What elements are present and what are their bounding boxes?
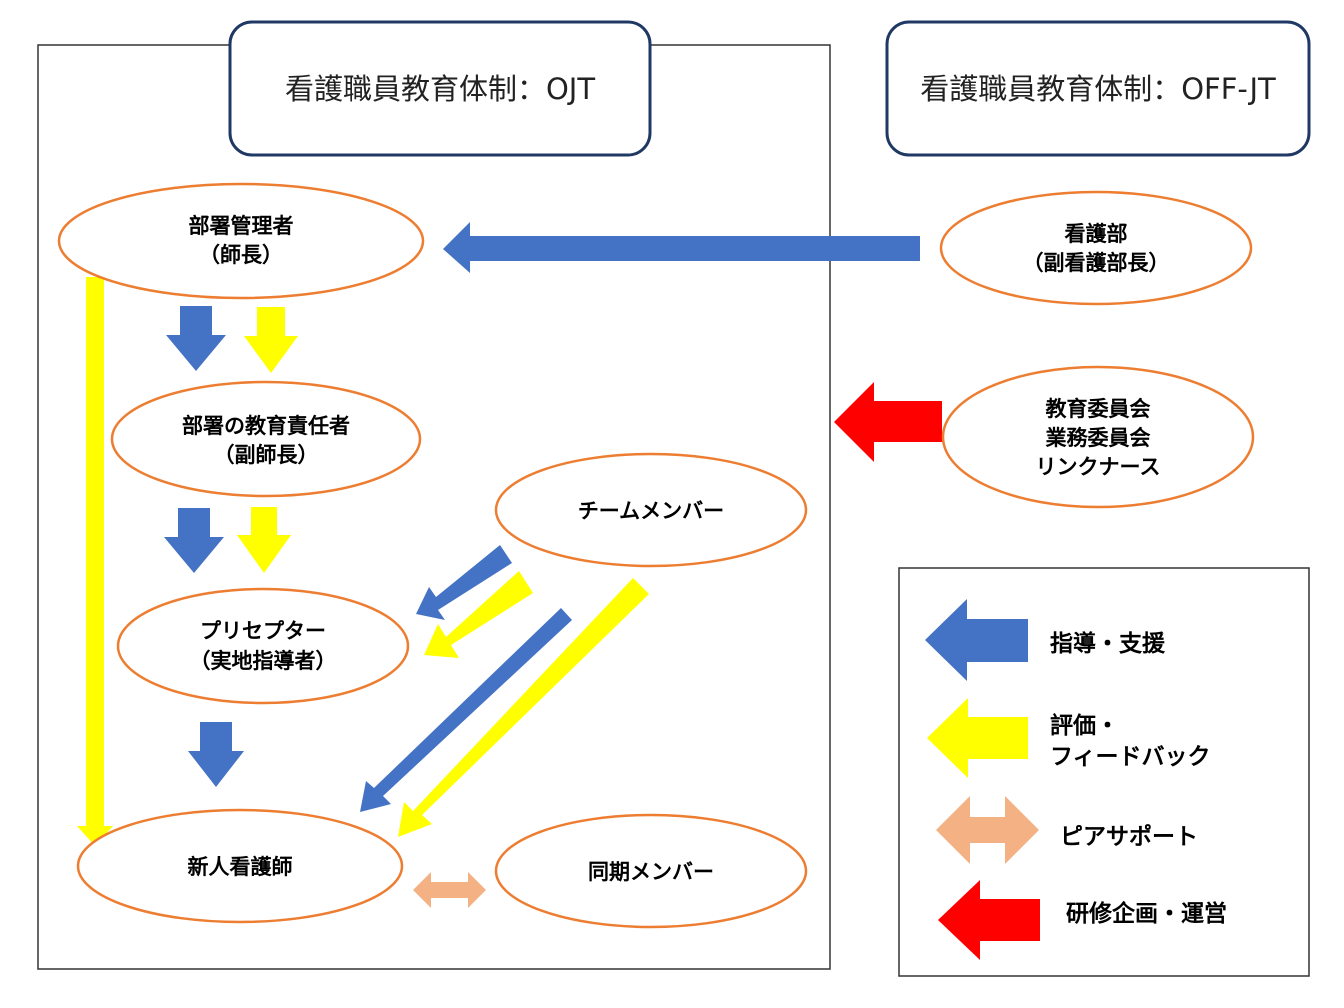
evaluation-arrow-team-to-new-nurse — [398, 578, 649, 837]
node-peer-member-label: 同期メンバー — [588, 860, 714, 884]
legend-item-peer-support: ピアサポート — [936, 796, 1198, 864]
node-committees-line1: 教育委員会 — [1046, 397, 1151, 421]
evaluation-arrow-lead-to-preceptor — [237, 507, 291, 573]
node-committees-line3: リンクナース — [1036, 455, 1161, 479]
node-education-lead-line1: 部署の教育責任者 — [182, 414, 350, 438]
guidance-arrow-team-to-preceptor — [416, 545, 512, 620]
node-education-lead: 部署の教育責任者 （副師長） — [110, 380, 422, 498]
node-nursing-dept-line2: （副看護部長） — [1023, 251, 1170, 275]
guidance-arrow-preceptor-to-new-nurse — [188, 722, 244, 787]
node-team-member: チームメンバー — [494, 452, 808, 568]
node-preceptor: プリセプター （実地指導者） — [116, 587, 410, 705]
legend-training-label: 研修企画・運営 — [1066, 900, 1227, 927]
legend-evaluation-label-line1: 評価・ — [1050, 712, 1119, 739]
evaluation-arrow-manager-to-new-nurse — [77, 277, 113, 846]
legend-peer-support-arrow-icon — [936, 796, 1039, 864]
legend-peer-support-label: ピアサポート — [1060, 823, 1198, 850]
node-manager: 部署管理者 （師長） — [57, 182, 425, 300]
evaluation-arrow-manager-to-lead — [244, 307, 298, 373]
node-nursing-dept-line1: 看護部 — [1065, 222, 1128, 246]
guidance-arrow-lead-to-preceptor — [164, 508, 224, 573]
node-manager-line1: 部署管理者 — [189, 214, 294, 238]
legend-evaluation-arrow-icon — [927, 698, 1028, 778]
node-committees-line2: 業務委員会 — [1046, 426, 1151, 450]
node-new-nurse: 新人看護師 — [76, 808, 404, 924]
legend-item-guidance: 指導・支援 — [925, 599, 1166, 681]
guidance-arrow-manager-to-lead — [166, 306, 226, 371]
evaluation-arrow-team-to-preceptor — [424, 571, 533, 658]
offjt-header-title: 看護職員教育体制：OFF-JT — [920, 72, 1276, 106]
peer-support-arrow-new-nurse-peers — [413, 872, 486, 908]
ojt-header: 看護職員教育体制：OJT — [228, 20, 652, 157]
training-arrow-committees-to-ojt — [834, 382, 942, 462]
legend-evaluation-label-line2: フィードバック — [1050, 744, 1211, 770]
ojt-header-title: 看護職員教育体制：OJT — [285, 72, 595, 106]
guidance-arrow-nursing-dept-to-manager — [443, 222, 920, 273]
node-education-lead-line2: （副師長） — [214, 443, 319, 467]
node-team-member-label: チームメンバー — [578, 499, 724, 523]
legend-guidance-label: 指導・支援 — [1050, 630, 1166, 657]
node-preceptor-line2: （実地指導者） — [190, 649, 337, 673]
node-manager-line2: （師長） — [199, 243, 283, 267]
legend-item-evaluation: 評価・ フィードバック — [927, 698, 1211, 778]
node-nursing-dept: 看護部 （副看護部長） — [939, 190, 1253, 306]
legend-item-training: 研修企画・運営 — [938, 880, 1227, 960]
offjt-header: 看護職員教育体制：OFF-JT — [885, 20, 1311, 157]
node-peer-member: 同期メンバー — [494, 813, 808, 929]
legend-training-arrow-icon — [938, 880, 1040, 960]
node-committees: 教育委員会 業務委員会 リンクナース — [941, 365, 1255, 509]
node-preceptor-line1: プリセプター — [200, 619, 326, 643]
legend-guidance-arrow-icon — [925, 599, 1028, 681]
guidance-arrow-team-to-new-nurse — [360, 608, 572, 812]
node-new-nurse-label: 新人看護師 — [188, 855, 293, 879]
